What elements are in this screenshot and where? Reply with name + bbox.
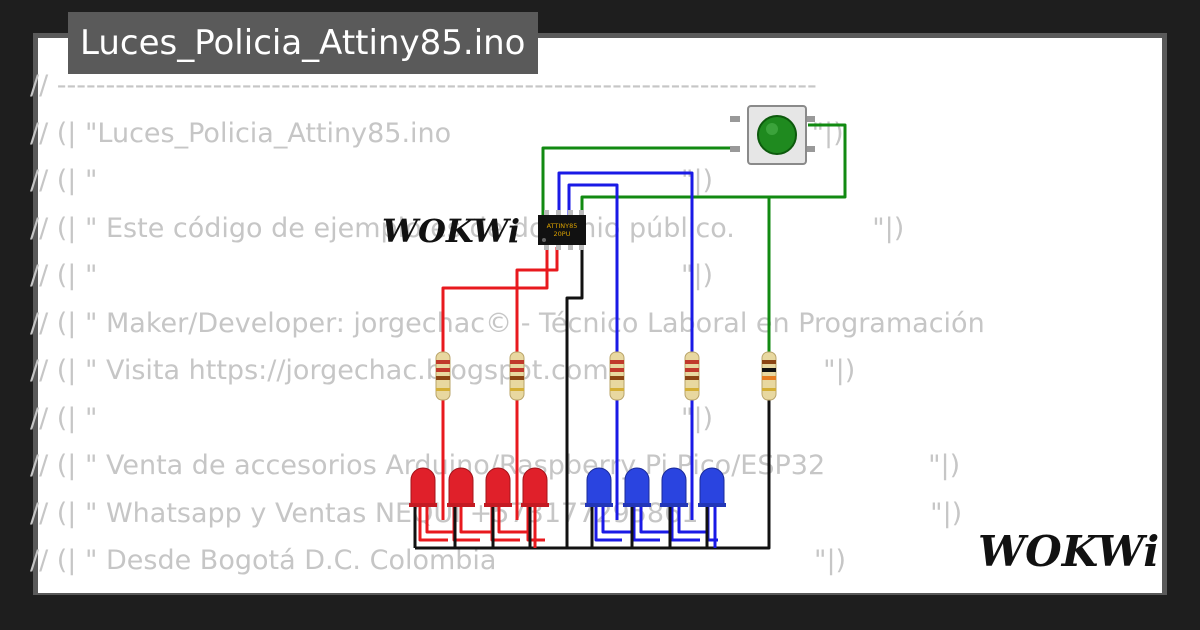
red-wire-chip-2 xyxy=(515,247,559,352)
sketch-title: Luces_Policia_Attiny85.ino xyxy=(68,12,538,74)
led-icon[interactable] xyxy=(585,467,613,507)
code-line: // -------------------------------------… xyxy=(30,70,817,101)
resistor-icon[interactable] xyxy=(609,351,625,401)
led-icon[interactable] xyxy=(409,467,437,507)
led-icon[interactable] xyxy=(660,467,688,507)
chip-label-line2: 20PU xyxy=(554,230,571,238)
black-wire-resistor-gnd xyxy=(415,400,771,550)
green-wire-chip-resistor xyxy=(580,195,769,216)
blue-wire-chip-2 xyxy=(567,183,619,352)
resistor-icon[interactable] xyxy=(509,351,525,401)
led-icon[interactable] xyxy=(521,467,549,507)
led-icon[interactable] xyxy=(623,467,651,507)
code-line: // (| " Visita https://jorgechac.blogspo… xyxy=(30,355,856,386)
push-button-icon[interactable] xyxy=(730,105,815,165)
attiny85-chip-icon[interactable]: ATTINY85 20PU xyxy=(538,210,586,250)
resistor-icon[interactable] xyxy=(684,351,700,401)
blue-wire-chip-1 xyxy=(557,171,694,352)
code-line: // (| " "|) xyxy=(30,165,714,196)
resistor-icon[interactable] xyxy=(761,351,777,401)
wokwi-logo-large: WOKWi xyxy=(978,527,1159,576)
wokwi-logo-small: WOKWi xyxy=(382,212,520,250)
red-wire-chip-1 xyxy=(441,247,549,352)
led-icon[interactable] xyxy=(698,467,726,507)
green-wire-button-resistor xyxy=(767,123,847,352)
code-comment-block: // -------------------------------------… xyxy=(30,62,985,585)
code-line: // (| "Luces_Policia_Attiny85.ino "|) xyxy=(30,117,844,149)
code-line: // (| " "|) xyxy=(30,260,714,291)
led-icon[interactable] xyxy=(484,467,512,507)
black-wire-chip-gnd xyxy=(565,247,584,548)
code-line: // (| " Venta de accesorios Arduino/Rasp… xyxy=(30,450,961,481)
chip-label-line1: ATTINY85 xyxy=(547,222,578,230)
code-line: // (| " Maker/Developer: jorgechac© - Té… xyxy=(30,307,985,339)
led-icon[interactable] xyxy=(447,467,475,507)
code-line: // (| " Desde Bogotá D.C. Colombia "|) xyxy=(30,545,847,576)
code-line: // (| " Este código de ejemplo es de dom… xyxy=(30,212,905,244)
resistor-icon[interactable] xyxy=(435,351,451,401)
code-line: // (| " "|) xyxy=(30,402,714,434)
green-wire-button-chip xyxy=(541,146,735,216)
